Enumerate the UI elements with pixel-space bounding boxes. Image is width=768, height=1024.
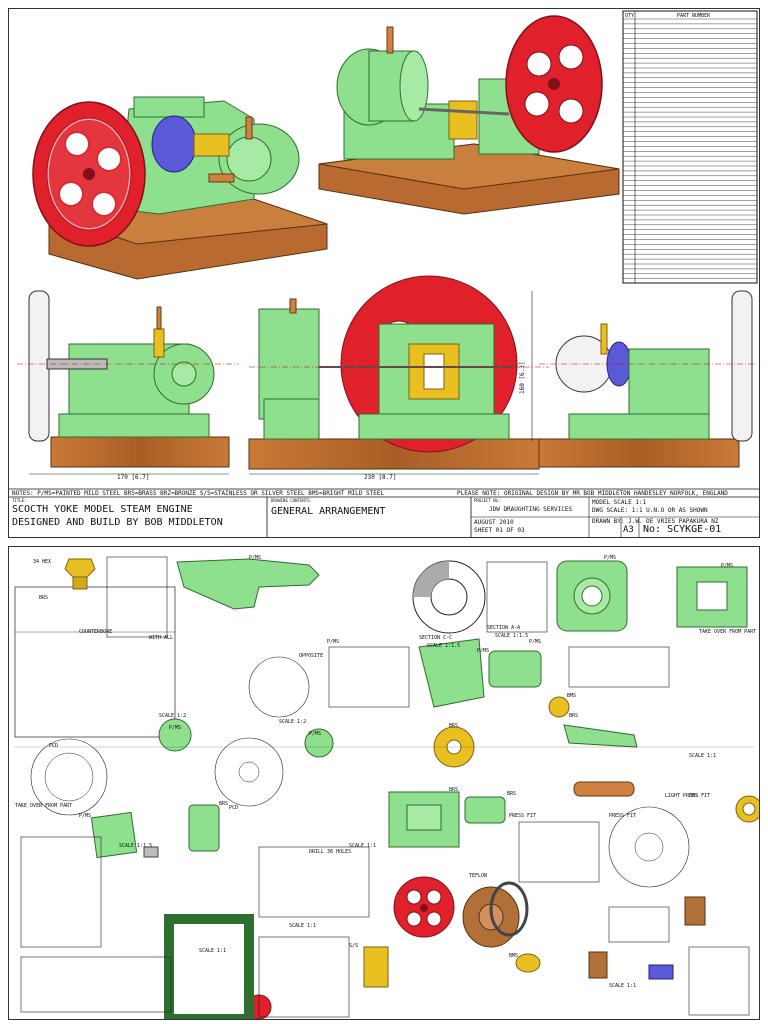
dim-height-label: 160 [6.3] <box>519 361 526 394</box>
detail-label: OPPOSITE <box>299 653 323 659</box>
green-frame-bottom <box>164 914 254 1024</box>
detail-labels: 34 HEX BRS P/MS P/MS P/MS P/MS P/MS P/MS P/MS P/M… <box>15 555 756 989</box>
detail-label: P/MS <box>309 731 321 737</box>
detail-label: P/MS <box>79 813 91 819</box>
dwg-scale: DWG SCALE: 1:1 U.N.O OR AS SHOWN <box>592 507 708 514</box>
drawing-title-line2: DESIGNED AND BUILD BY BOB MIDDLETON <box>12 517 223 528</box>
detail-label: BMS <box>509 953 518 959</box>
company-name: JDW DRAUGHTING SERVICES <box>489 506 573 513</box>
detail-label: SCALE 1:1 <box>689 753 716 759</box>
detail-label: TEFLON <box>469 873 487 879</box>
detail-label: BRS <box>219 801 228 807</box>
detail-label: SCALE 1:1.5 <box>427 643 460 649</box>
detail-label: SCALE 1:1.5 <box>119 843 152 849</box>
copper-pipe <box>573 781 635 797</box>
parts-header-qty: QTY <box>625 13 634 19</box>
drawing-contents-label: DRAWING CONTENTS: <box>271 498 312 503</box>
detail-label: SECTION C-C <box>419 635 452 641</box>
ortho-view-side-left <box>17 290 239 468</box>
detail-label: SCALE 1:1 <box>199 948 226 954</box>
drawing-title-line1: SCOCTH YOKE MODEL STEAM ENGINE <box>12 504 193 515</box>
green-plate <box>90 811 138 859</box>
detail-label: TAKE OVER FROM PART <box>699 629 756 635</box>
brass-nut <box>64 558 96 578</box>
detail-label: SCALE 1:2 <box>159 713 186 719</box>
detail-label: DRILL 36 HOLES <box>309 849 351 855</box>
detail-label: PCD <box>49 743 58 749</box>
detail-label: WITH ALL <box>149 635 173 641</box>
iso-view-right <box>318 15 620 215</box>
ortho-view-front <box>248 275 549 470</box>
drawing-contents: GENERAL ARRANGEMENT <box>271 506 386 517</box>
parts-list-table: QTY PART NUMBER <box>622 10 758 284</box>
detail-label: P/MS <box>477 648 489 654</box>
detail-label: BRS <box>449 723 458 729</box>
detail-label: BRS <box>39 595 48 601</box>
title-label: TITLE: <box>12 498 27 503</box>
detail-label: PRESS FIT <box>509 813 536 819</box>
dim-width-label: 170 [6.7] <box>117 474 150 481</box>
green-flange <box>158 718 192 752</box>
detail-label: P/MS <box>169 725 181 731</box>
detail-label: S/S <box>349 943 358 949</box>
project-label: PROJECT No: <box>474 498 501 503</box>
ortho-view-side-right <box>538 290 757 468</box>
detail-label: TAKE OVER FROM PART <box>15 803 72 809</box>
drawn-by: DRAWN BY: J.W. DE VRIES PAPAKURA NZ <box>592 518 719 525</box>
detail-label: BMS <box>567 693 576 699</box>
detail-label: BRS <box>569 713 578 719</box>
detail-label: P/MS <box>529 639 541 645</box>
notes-line: NOTES: P/MS=PAINTED MILD STEEL BRS=BRASS… <box>12 490 385 497</box>
detail-label: PCD <box>229 805 238 811</box>
parts-header-desc: PART NUMBER <box>677 13 711 19</box>
green-bracket-iso <box>176 558 320 610</box>
detail-label: BRS <box>449 787 458 793</box>
original-design-note: PLEASE NOTE: ORIGINAL DESIGN BY MR BOB M… <box>457 490 728 497</box>
general-arrangement-sheet: QTY PART NUMBER <box>8 8 760 538</box>
green-crosshead-guide <box>388 791 460 848</box>
detail-label: SCALE 1:1 <box>289 923 316 929</box>
model-scale: MODEL SCALE 1:1 <box>592 499 647 506</box>
green-cylinder-half <box>418 638 485 708</box>
detail-label: BMS <box>689 793 698 799</box>
detail-label: LIGHT PRESS FIT <box>665 793 710 799</box>
drawing-number: No: SCYKGE-01 <box>643 524 722 535</box>
detail-label: SECTION A-A <box>487 625 520 631</box>
part-details-sheet: 34 HEX BRS P/MS P/MS P/MS P/MS P/MS P/MS P/MS P/M… <box>8 546 763 1024</box>
detail-label: SCALE 1:1.5 <box>495 633 528 639</box>
detail-label: P/MS <box>249 555 261 561</box>
paper-size: A3 <box>623 525 634 535</box>
detail-label: SCALE 1:2 <box>279 719 306 725</box>
detail-label: SCALE 1:1 <box>349 843 376 849</box>
detail-label: P/MS <box>604 555 616 561</box>
detail-label: 34 HEX <box>33 559 51 565</box>
part-details-drawing: 34 HEX BRS P/MS P/MS P/MS P/MS P/MS P/MS P/MS P/M… <box>14 555 763 1024</box>
general-arrangement-drawing: QTY PART NUMBER <box>9 10 759 537</box>
detail-label: SCALE 1:1 <box>609 983 636 989</box>
dim-mid-label: 230 [8.7] <box>364 474 397 481</box>
drawing-date: AUGUST 2010 <box>474 519 514 526</box>
sheet-number: SHEET 01 OF 03 <box>474 527 525 534</box>
detail-label: P/MS <box>327 639 339 645</box>
iso-view-left <box>32 96 328 280</box>
detail-label: PRESS FIT <box>609 813 636 819</box>
dimension-lines: 170 [6.7] 230 [8.7] 160 [6.3] <box>29 291 539 481</box>
detail-label: BRS <box>507 791 516 797</box>
base-plate-outline <box>14 586 176 738</box>
detail-label: COUNTERBORE <box>79 629 112 635</box>
detail-label: P/MS <box>721 563 733 569</box>
title-block <box>9 488 759 537</box>
